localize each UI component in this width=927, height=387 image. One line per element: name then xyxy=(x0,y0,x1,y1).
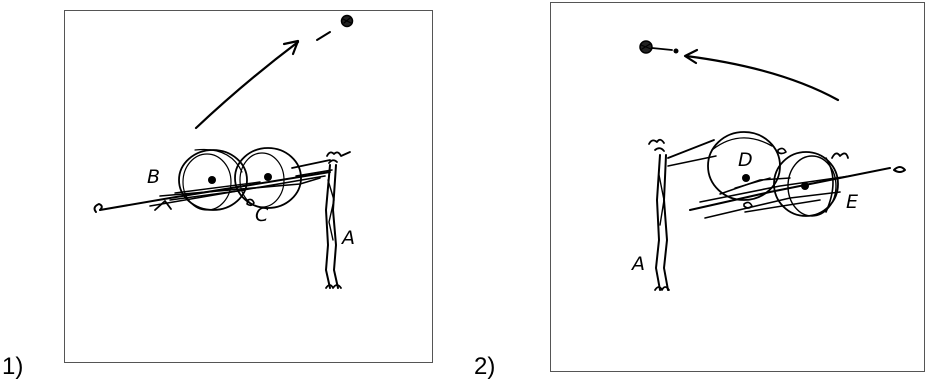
panel-2-figure-a xyxy=(648,138,717,291)
panel-2-label-d: D xyxy=(738,149,753,171)
panel-2-trajectory-arrow xyxy=(683,48,840,102)
panel-2-sketch: D E A xyxy=(630,40,906,291)
panel-2-ball xyxy=(639,40,679,54)
panel-1-label-a: A xyxy=(340,227,355,249)
panel-1-wheel-b xyxy=(178,148,248,211)
panel-2-label-e: E xyxy=(846,191,858,213)
panel-1-ball xyxy=(316,14,354,41)
panel-2-body-lines xyxy=(689,147,906,219)
panel-1-body-lines xyxy=(93,159,333,213)
panel-1-sketch: B C A xyxy=(93,14,355,289)
panel-1-label-b: B xyxy=(147,166,160,188)
panel-1-label-c: C xyxy=(255,204,269,226)
panel-2-number: 2) xyxy=(474,353,496,380)
panel-1-trajectory-arrow xyxy=(194,39,300,130)
panel-1-number: 1) xyxy=(2,353,24,380)
panel-1-frame xyxy=(64,10,433,363)
panel-2-wheel-e xyxy=(773,151,839,217)
panel-2-label-a: A xyxy=(630,253,645,275)
panel-1-figure-a xyxy=(325,151,351,289)
